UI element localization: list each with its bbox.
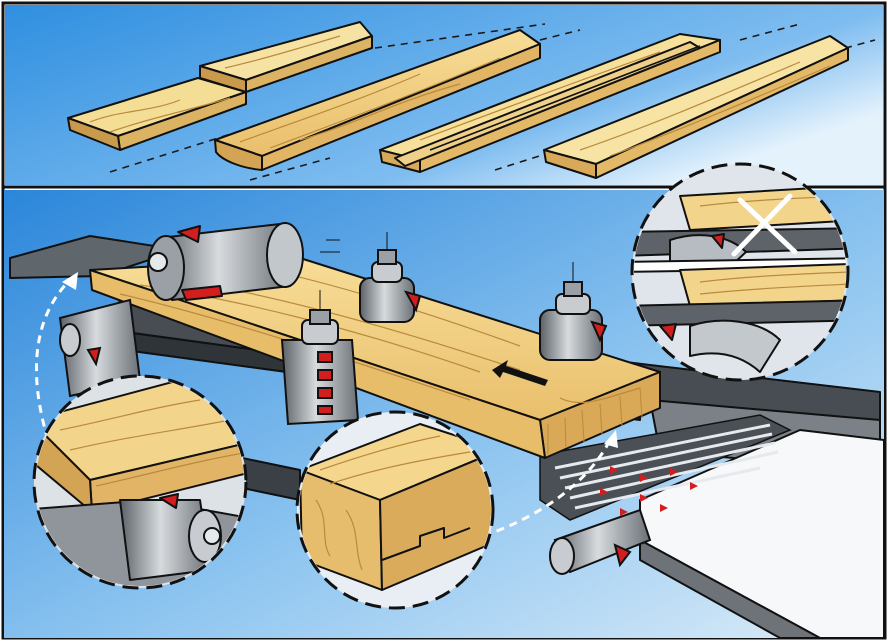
board-defects-panel xyxy=(5,5,883,185)
